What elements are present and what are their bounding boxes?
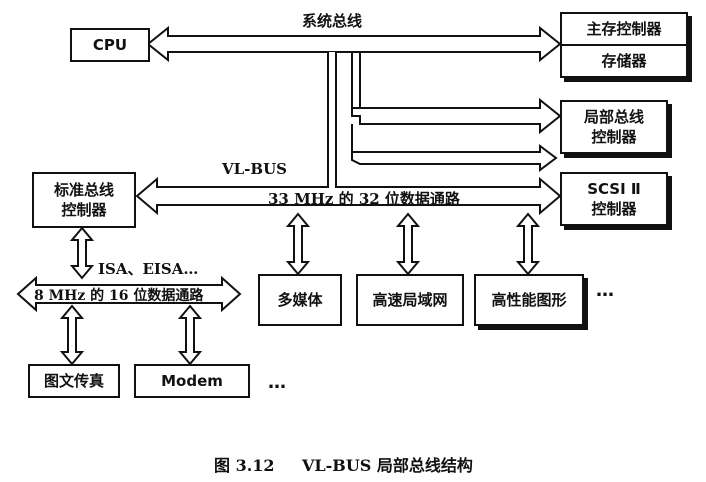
local-bus-ctrl-branch-arrow [351,97,562,135]
isa-eisa-label: ISA、EISA… [98,260,199,278]
bus-link-vertical [328,52,336,188]
vl-lan-link [395,212,421,276]
vl-bus-path-label: 33 MHz 的 32 位数据通路 [268,190,460,208]
scsi-branch-arrow [351,144,558,172]
modem-box: Modem [134,364,250,398]
vl-multimedia-link [285,212,311,276]
memory-label: 存储器 [601,51,647,70]
std-ctrl-isa-link [69,226,95,280]
memory-box: 存储器 [560,44,688,78]
figure-title: VL-BUS 局部总线结构 [302,456,473,475]
ellipsis-bottom: … [268,372,286,393]
figure-number: 图 3.12 [214,456,275,475]
cpu-label: CPU [92,35,128,54]
main-memory-controller-box: 主存控制器 [560,12,688,46]
local-bus-controller-box: 局部总线 控制器 [560,100,668,154]
high-speed-lan-box: 高速局域网 [356,274,464,326]
high-performance-graphics-label: 高性能图形 [491,290,567,309]
multimedia-label: 多媒体 [277,290,323,309]
fax-label: 图文传真 [43,371,104,390]
ellipsis-right: … [596,280,614,301]
main-memory-controller-label: 主存控制器 [586,19,662,38]
isa-fax-link [59,304,85,366]
scsi-controller-label: SCSI Ⅱ 控制器 [587,179,641,218]
scsi-controller-box: SCSI Ⅱ 控制器 [560,172,668,226]
isa-modem-link [177,304,203,366]
isa-bus-arrow [16,275,242,313]
high-performance-graphics-box: 高性能图形 [474,274,584,326]
standard-bus-controller-box: 标准总线 控制器 [32,172,136,228]
standard-bus-controller-label: 标准总线 控制器 [53,180,114,219]
vl-bus-label: VL-BUS [222,160,288,178]
local-bus-controller-label: 局部总线 控制器 [583,107,644,146]
fax-box: 图文传真 [28,364,120,398]
cpu-box: CPU [70,28,150,62]
vl-graphics-link [515,212,541,276]
system-bus-label: 系统总线 [302,12,363,30]
isa-path-label: 8 MHz 的 16 位数据通路 [34,288,204,304]
high-speed-lan-label: 高速局域网 [372,290,448,309]
modem-label: Modem [161,371,223,390]
multimedia-box: 多媒体 [258,274,342,326]
